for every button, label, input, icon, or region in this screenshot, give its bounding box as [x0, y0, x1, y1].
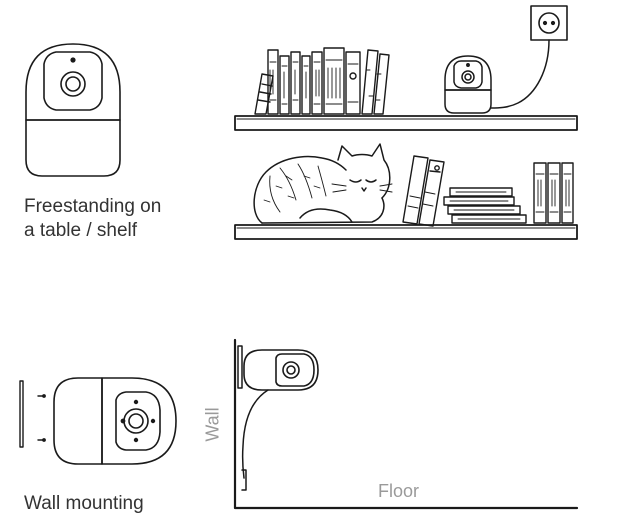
freestanding-camera-icon — [25, 43, 121, 177]
freestanding-caption-line1: Freestanding on — [24, 196, 162, 217]
leaning-books — [402, 155, 445, 227]
wall-mounting-caption: Wall mounting — [24, 493, 144, 514]
wall-label: Wall — [202, 407, 223, 442]
lower-shelf — [234, 224, 578, 240]
wall-floor-outline — [233, 338, 579, 510]
upper-shelf — [234, 115, 578, 131]
wall-schematic-camera-icon — [243, 349, 319, 391]
wall-mount-bracket — [19, 380, 46, 448]
upright-books — [533, 162, 574, 224]
upper-book-row — [254, 47, 390, 115]
power-cable — [490, 39, 550, 109]
floor-label: Floor — [378, 481, 420, 501]
wall-mounted-camera-icon — [53, 377, 177, 465]
shelf-camera-icon — [444, 55, 492, 114]
sleeping-cat — [253, 143, 393, 224]
stacked-books — [443, 187, 527, 224]
power-outlet-icon — [530, 5, 568, 41]
wall-cable — [241, 389, 269, 479]
freestanding-caption-line2: a table / shelf — [24, 220, 138, 241]
wall-plate — [237, 345, 247, 491]
